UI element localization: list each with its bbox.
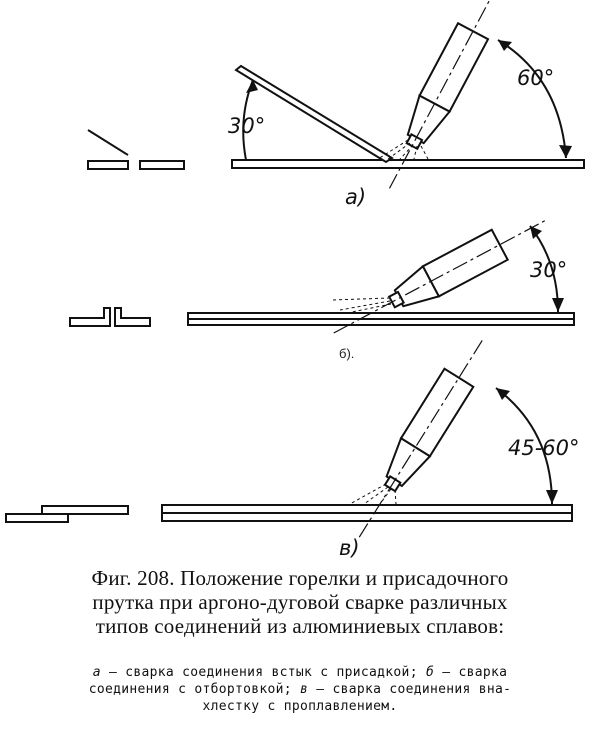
- arc-spray-b: [331, 297, 392, 313]
- butt-joint-section: [87, 129, 185, 170]
- legend-line-1: а — сварка соединения встык с присадкой;…: [0, 664, 600, 681]
- legend-b-marker: б: [425, 665, 435, 680]
- torch-a: [388, 0, 495, 189]
- arc-spray-c: [349, 483, 397, 505]
- legend-a-marker: а: [92, 665, 101, 680]
- caption-line-1: Фиг. 208. Положение горелки и присадочно…: [91, 566, 509, 590]
- lap-joint-section: [5, 505, 129, 523]
- torch-c: [358, 339, 484, 538]
- torch-angle-arc-c: [495, 387, 553, 505]
- panel-b-label: б).: [339, 346, 354, 361]
- arc-spray-a: [377, 139, 429, 160]
- torch-angle-label-c: 45-60°: [508, 436, 580, 460]
- panel-a-label: a): [345, 185, 366, 209]
- legend-c-text: — сварка соединения вна-: [308, 682, 512, 697]
- torch-b: [333, 219, 547, 334]
- rod-angle-label: 30°: [228, 114, 265, 138]
- legend-c-marker: в: [300, 682, 309, 697]
- panel-b: 30° б).: [69, 219, 575, 361]
- legend-line-2-text: соединения с отбортовкой;: [88, 682, 292, 697]
- flanged-joint-section: [69, 307, 151, 327]
- figure-caption: Фиг. 208. Положение горелки и присадочно…: [0, 566, 600, 638]
- figure-legend: а — сварка соединения встык с присадкой;…: [0, 664, 600, 715]
- torch-angle-label-a: 60°: [517, 66, 554, 90]
- panel-a: 30° 60° a): [87, 0, 585, 209]
- welding-figure: 30° 60° a): [5, 0, 585, 560]
- base-plate-a: [231, 159, 585, 169]
- legend-line-3: хлестку с проплавлением.: [202, 699, 398, 714]
- filler-rod-a: [234, 64, 394, 164]
- legend-b-text: — сварка: [434, 665, 508, 680]
- caption-line-2: прутка при аргоно-дуговой сварке различн…: [92, 590, 508, 614]
- caption-line-3: типов соединений из алюминиевых сплавов:: [95, 614, 505, 638]
- panel-c-label: в): [339, 536, 360, 560]
- torch-angle-arc-a: [497, 39, 567, 159]
- legend-line-2: соединения с отбортовкой; в — сварка сое…: [0, 681, 600, 698]
- panel-c: 45-60° в): [5, 339, 580, 560]
- torch-angle-label-b: 30°: [530, 258, 567, 282]
- legend-a-text: — сварка соединения встык с присадкой;: [100, 665, 418, 680]
- base-plate-c: [161, 504, 573, 514]
